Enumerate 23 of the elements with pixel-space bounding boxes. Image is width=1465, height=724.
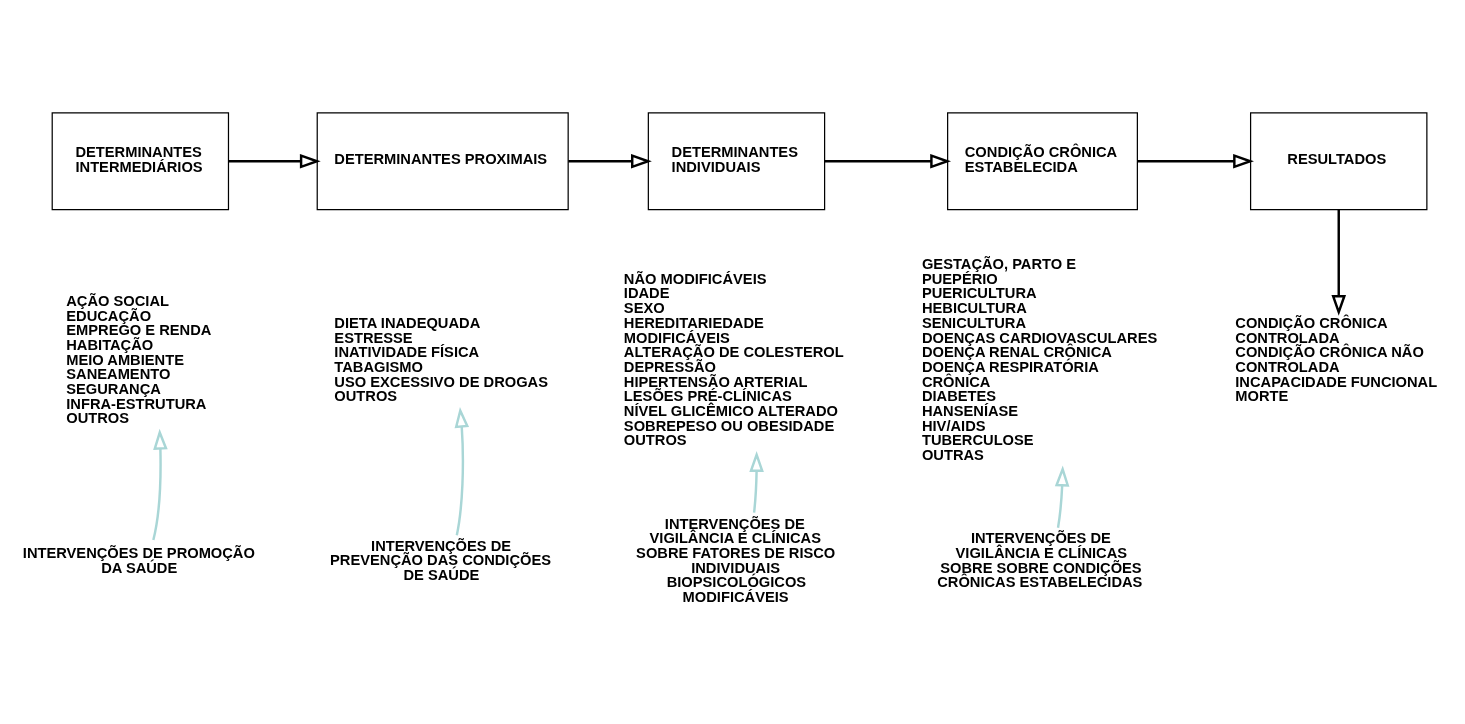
arrow [824, 153, 952, 169]
node-box: RESULTADOS [1250, 112, 1428, 211]
node-box: CONDIÇÃO CRÔNICA ESTABELECIDA [947, 112, 1138, 211]
node-box: DETERMINANTES INDIVIDUAIS [647, 112, 826, 211]
node-text: INTERVENÇÕES DE VIGILÂNCIA E CLÍNICAS SOBRE SOBRE CONDIÇÕES CRÔNICAS ESTABELECIDAS [937, 530, 1143, 591]
arrow [1331, 209, 1347, 316]
node-text: DIETA INADEQUADA ESTRESSE INATIVIDADE FÍSICA TABAGISMO USO EXCESSIVO DE DROGAS OUTROS [334, 314, 548, 405]
node-text: AÇÃO SOCIAL EDUCAÇÃO EMPREGO E RENDA HABITAÇÃO MEIO AMBIENTE SANEAMENTO SEGURANÇA INFRA-ESTRUTURA OUTROS [66, 292, 212, 427]
node-text: NÃO MODIFICÁVEIS IDADE SEXO HEREDITARIEDADE MODIFICÁVEIS ALTERAÇÃO DE COLESTEROL DEPRESSÃO HIPERTENSÃO ARTERIAL LESÕES PRÉ-CLÍNICAS NÍVEL GLICÊMICO ALTERADO SOBREPESO OU OBESIDADE OUTROS [623, 270, 844, 449]
arrow [152, 428, 168, 541]
node-box: DETERMINANTES PROXIMAIS [316, 112, 569, 211]
arrow [568, 153, 652, 169]
node-box: DETERMINANTES INTERMEDIÁRIOS [51, 112, 230, 211]
node-text: GESTAÇÃO, PARTO E PUEPÉRIO PUERICULTURA HEBICULTURA SENICULTURA DOENÇAS CARDIOVASCULARES DOENÇA RENAL CRÔNICA DOENÇA RESPIRATÓRIA CRÔNICA DIABETES HANSENÍASE HIV/AIDS TUBERCULOSE OUTRAS [921, 256, 1158, 464]
arrow [1054, 465, 1070, 528]
node-text: INTERVENÇÕES DE PROMOÇÃO DA SAÚDE [22, 544, 255, 576]
node-text: INTERVENÇÕES DE VIGILÂNCIA E CLÍNICAS SOBRE FATORES DE RISCO INDIVIDUAIS BIOPSICOLÓGICOS MODIFICÁVEIS [636, 515, 836, 606]
node-text: INTERVENÇÕES DE PREVENÇÃO DAS CONDIÇÕES DE SAÚDE [330, 537, 552, 584]
arrow [749, 451, 764, 513]
arrow [454, 406, 470, 536]
node-text: CONDIÇÃO CRÔNICA CONTROLADA CONDIÇÃO CRÔNICA NÃO CONTROLADA INCAPACIDADE FUNCIONAL MORTE [1235, 314, 1438, 405]
arrow [228, 153, 321, 169]
arrow [1137, 153, 1254, 169]
